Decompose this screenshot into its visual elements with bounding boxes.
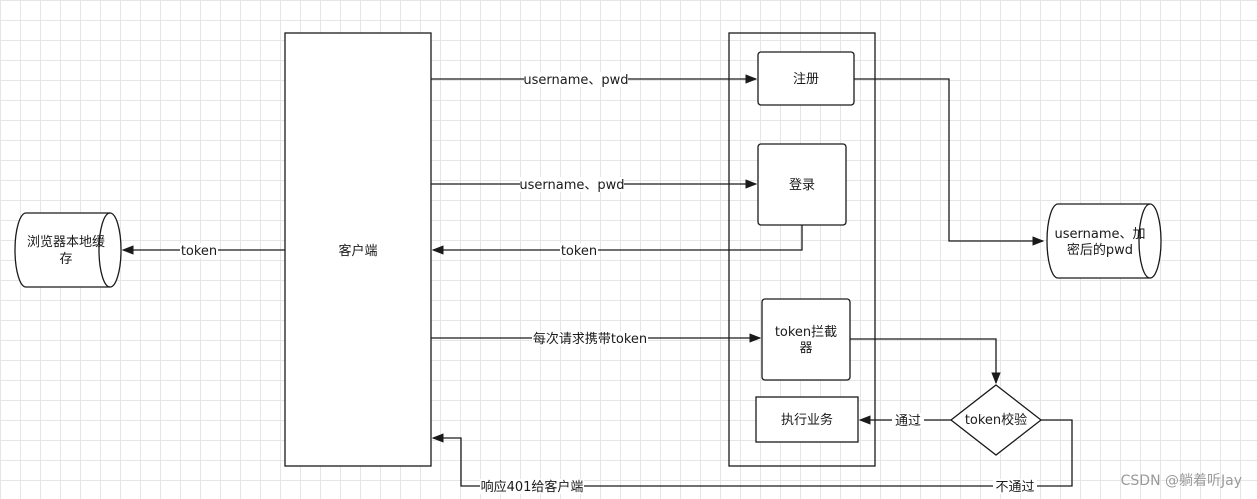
execute-label: 执行业务 <box>781 412 833 428</box>
pass-label: 通过 <box>895 414 921 429</box>
db-label-2: 密后的pwd <box>1067 242 1133 258</box>
register-box <box>757 51 855 106</box>
edge-register-to-db <box>854 78 1045 246</box>
edge-login-response <box>431 225 803 255</box>
fail-label: 不通过 <box>995 480 1034 495</box>
register-label: 注册 <box>793 72 819 87</box>
database-store <box>1046 203 1162 279</box>
edge-check-fail <box>431 419 1073 487</box>
cache-label-1: 浏览器本地缓 <box>27 234 105 250</box>
execute-box <box>755 396 859 443</box>
client-box <box>284 32 432 467</box>
client-label: 客户端 <box>338 243 377 259</box>
cache-label-2: 存 <box>59 252 72 267</box>
login-label: 登录 <box>789 178 815 193</box>
edge-interceptor-to-check <box>850 338 1001 385</box>
each-request-label: 每次请求携带token <box>533 331 647 347</box>
register-request-label: username、pwd <box>523 73 628 88</box>
login-request-label: username、pwd <box>519 178 624 193</box>
cache-token-label: token <box>181 244 217 259</box>
watermark: CSDN @躺着听Jay <box>1121 473 1242 489</box>
browser-cache-store <box>14 212 122 288</box>
check-label: token校验 <box>965 412 1027 428</box>
login-box <box>757 143 847 226</box>
check-diamond <box>949 384 1043 456</box>
interceptor-label-1: token拦截 <box>775 325 837 340</box>
server-container <box>728 32 876 467</box>
db-label-1: username、加 <box>1055 227 1146 242</box>
interceptor-label-2: 器 <box>799 341 812 356</box>
interceptor-box <box>761 298 851 381</box>
login-response-label: token <box>561 244 597 259</box>
response-401-label: 响应401给客户端 <box>481 479 584 495</box>
